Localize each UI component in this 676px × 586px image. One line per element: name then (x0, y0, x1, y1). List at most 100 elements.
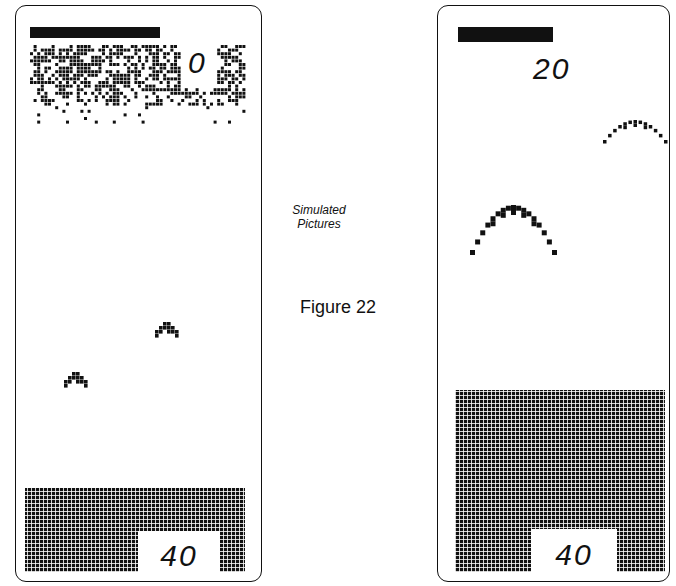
brick-pixel (30, 81, 33, 84)
brick-pixel (196, 99, 199, 102)
brick-pixel (66, 121, 69, 124)
brick-pixel (37, 63, 40, 66)
brick-field (30, 45, 245, 124)
brick-pixel (217, 99, 220, 102)
brick-pixel (232, 92, 235, 95)
brick-pixel (242, 92, 245, 95)
brick-pixel (185, 88, 188, 91)
arc-pixel (475, 239, 480, 244)
brick-pixel (160, 88, 163, 91)
brick-pixel (178, 88, 181, 91)
arc-pixel (659, 134, 663, 138)
brick-pixel (170, 99, 173, 102)
brick-pixel (192, 103, 195, 106)
brick-pixel (163, 67, 166, 70)
arc-pixel (603, 140, 607, 144)
brick-pixel (178, 52, 181, 55)
brick-pixel (77, 85, 80, 88)
figure-caption: Figure 22 (300, 297, 376, 319)
brick-pixel (235, 85, 238, 88)
brick-pixel (138, 81, 141, 84)
brick-pixel (224, 88, 227, 91)
brick-pixel (37, 121, 40, 124)
brick-pixel (224, 70, 227, 73)
arc-pixel (634, 120, 638, 124)
brick-pixel (116, 103, 119, 106)
arc-pixel (501, 208, 506, 213)
brick-pixel (113, 103, 116, 106)
brick-pixel (214, 121, 217, 124)
brick-pixel (228, 99, 231, 102)
brick-pixel (109, 59, 112, 62)
brick-pixel (88, 63, 91, 66)
arc-pixel (532, 216, 537, 221)
brick-pixel (124, 103, 127, 106)
brick-pixel (52, 49, 55, 52)
brick-pixel (149, 88, 152, 91)
brick-pixel (232, 74, 235, 77)
brick-pixel (95, 88, 98, 91)
brick-pixel (84, 103, 87, 106)
brick-pixel (59, 92, 62, 95)
brick-pixel (109, 85, 112, 88)
brick-pixel (66, 74, 69, 77)
brick-pixel (37, 113, 40, 116)
brick-pixel (124, 56, 127, 59)
brick-pixel (34, 45, 37, 48)
brick-pixel (134, 70, 137, 73)
brick-pixel (217, 70, 220, 73)
brick-pixel (84, 63, 87, 66)
brick-pixel (73, 63, 76, 66)
arc-pixel (644, 126, 648, 130)
brick-pixel (138, 70, 141, 73)
ship-pixel (72, 372, 76, 376)
brick-pixel (91, 49, 94, 52)
brick-pixel (70, 77, 73, 80)
brick-pixel (217, 49, 220, 52)
brick-pixel (102, 52, 105, 55)
brick-pixel (174, 70, 177, 73)
ship-pixel (175, 330, 179, 334)
brick-pixel (95, 63, 98, 66)
brick-pixel (152, 45, 155, 48)
brick-pixel (167, 85, 170, 88)
brick-pixel (152, 52, 155, 55)
brick-pixel (48, 67, 51, 70)
brick-pixel (88, 70, 91, 73)
brick-pixel (124, 81, 127, 84)
brick-pixel (242, 45, 245, 48)
brick-pixel (152, 85, 155, 88)
brick-pixel (152, 88, 155, 91)
brick-pixel (228, 70, 231, 73)
brick-pixel (62, 88, 65, 91)
brick-pixel (163, 74, 166, 77)
brick-pixel (62, 56, 65, 59)
brick-pixel (170, 67, 173, 70)
brick-pixel (80, 67, 83, 70)
brick-pixel (55, 56, 58, 59)
brick-pixel (59, 67, 62, 70)
brick-pixel (84, 85, 87, 88)
brick-pixel (73, 59, 76, 62)
brick-pixel (138, 49, 141, 52)
brick-pixel (239, 81, 242, 84)
brick-pixel (41, 59, 44, 62)
brick-pixel (77, 67, 80, 70)
brick-pixel (98, 85, 101, 88)
brick-pixel (70, 92, 73, 95)
brick-pixel (160, 70, 163, 73)
brick-pixel (62, 95, 65, 98)
brick-pixel (95, 56, 98, 59)
brick-pixel (62, 49, 65, 52)
brick-pixel (59, 52, 62, 55)
brick-pixel (106, 77, 109, 80)
brick-pixel (109, 63, 112, 66)
brick-pixel (95, 99, 98, 102)
brick-pixel (239, 63, 242, 66)
brick-pixel (127, 70, 130, 73)
brick-pixel (224, 92, 227, 95)
brick-pixel (48, 77, 51, 80)
brick-pixel (174, 85, 177, 88)
brick-pixel (98, 92, 101, 95)
brick-pixel (34, 70, 37, 73)
